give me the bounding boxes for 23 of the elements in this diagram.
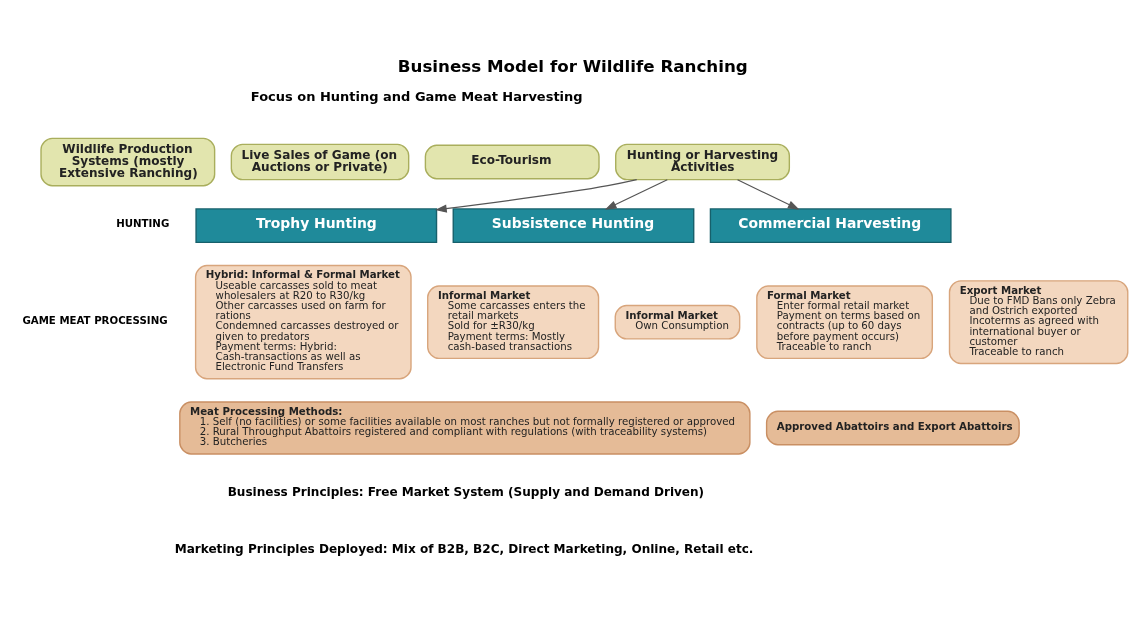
node-box: Wildlife Production Systems (mostly Extensive Ranching): [40, 137, 216, 186]
arrow: [604, 178, 668, 210]
node-box: Live Sales of Game (on Auctions or Private): [230, 143, 410, 180]
node-box: Formal Market Enter formal retail market Payment on terms based on contracts (up to 60 days before payment occurs) Traceable to ranch: [756, 284, 934, 359]
arrow: [435, 178, 638, 213]
label: Marketing Principles Deployed: Mix of B2B, B2C, Direct Marketing, Online, Retail etc.: [174, 541, 754, 556]
label: Business Principles: Free Market System (Supply and Demand Driven): [227, 484, 705, 499]
node-box: Eco-Tourism: [424, 144, 600, 179]
node-box: Commercial Harvesting: [709, 207, 952, 243]
node-box: Hybrid: Informal & Formal Market Useable carcasses sold to meat wholesalers at R20 to R30/kg Other carcasses used on farm for rations Condemned carcasses destroyed or given to predators Payment terms: Hybrid: Cash-transactions as well as Electronic Fund Transfers: [194, 264, 412, 379]
arrow: [736, 178, 800, 210]
node-box: Export Market Due to FMD Bans only Zebra and Ostrich exported Incoterms as agreed with international buyer or customer Traceable to ranch: [948, 279, 1129, 364]
node-box: Meat Processing Methods: 1. Self (no facilities) or some facilities available on most ranches but not formally registered or approved 2. Rural Throughput Abattoirs registered and compliant with regulations (with traceability systems) 3. Butcheries: [179, 400, 751, 455]
node-box: Informal Market Own Consumption: [614, 304, 741, 340]
node-box: Subsistence Hunting: [452, 207, 695, 243]
label: Focus on Hunting and Game Meat Harvesting: [250, 88, 583, 104]
diagram-title: Business Model for Wildlife Ranching: [397, 55, 748, 76]
label: HUNTING: [116, 217, 170, 229]
node-box: Hunting or Harvesting Activities: [615, 143, 791, 180]
label: GAME MEAT PROCESSING: [22, 314, 168, 326]
node-box: Trophy Hunting: [195, 207, 438, 243]
node-box: Informal Market Some carcasses enters the retail markets Sold for ±R30/kg Payment terms: Mostly cash-based transactions: [427, 284, 600, 359]
node-box: Approved Abattoirs and Export Abattoirs: [765, 410, 1020, 445]
